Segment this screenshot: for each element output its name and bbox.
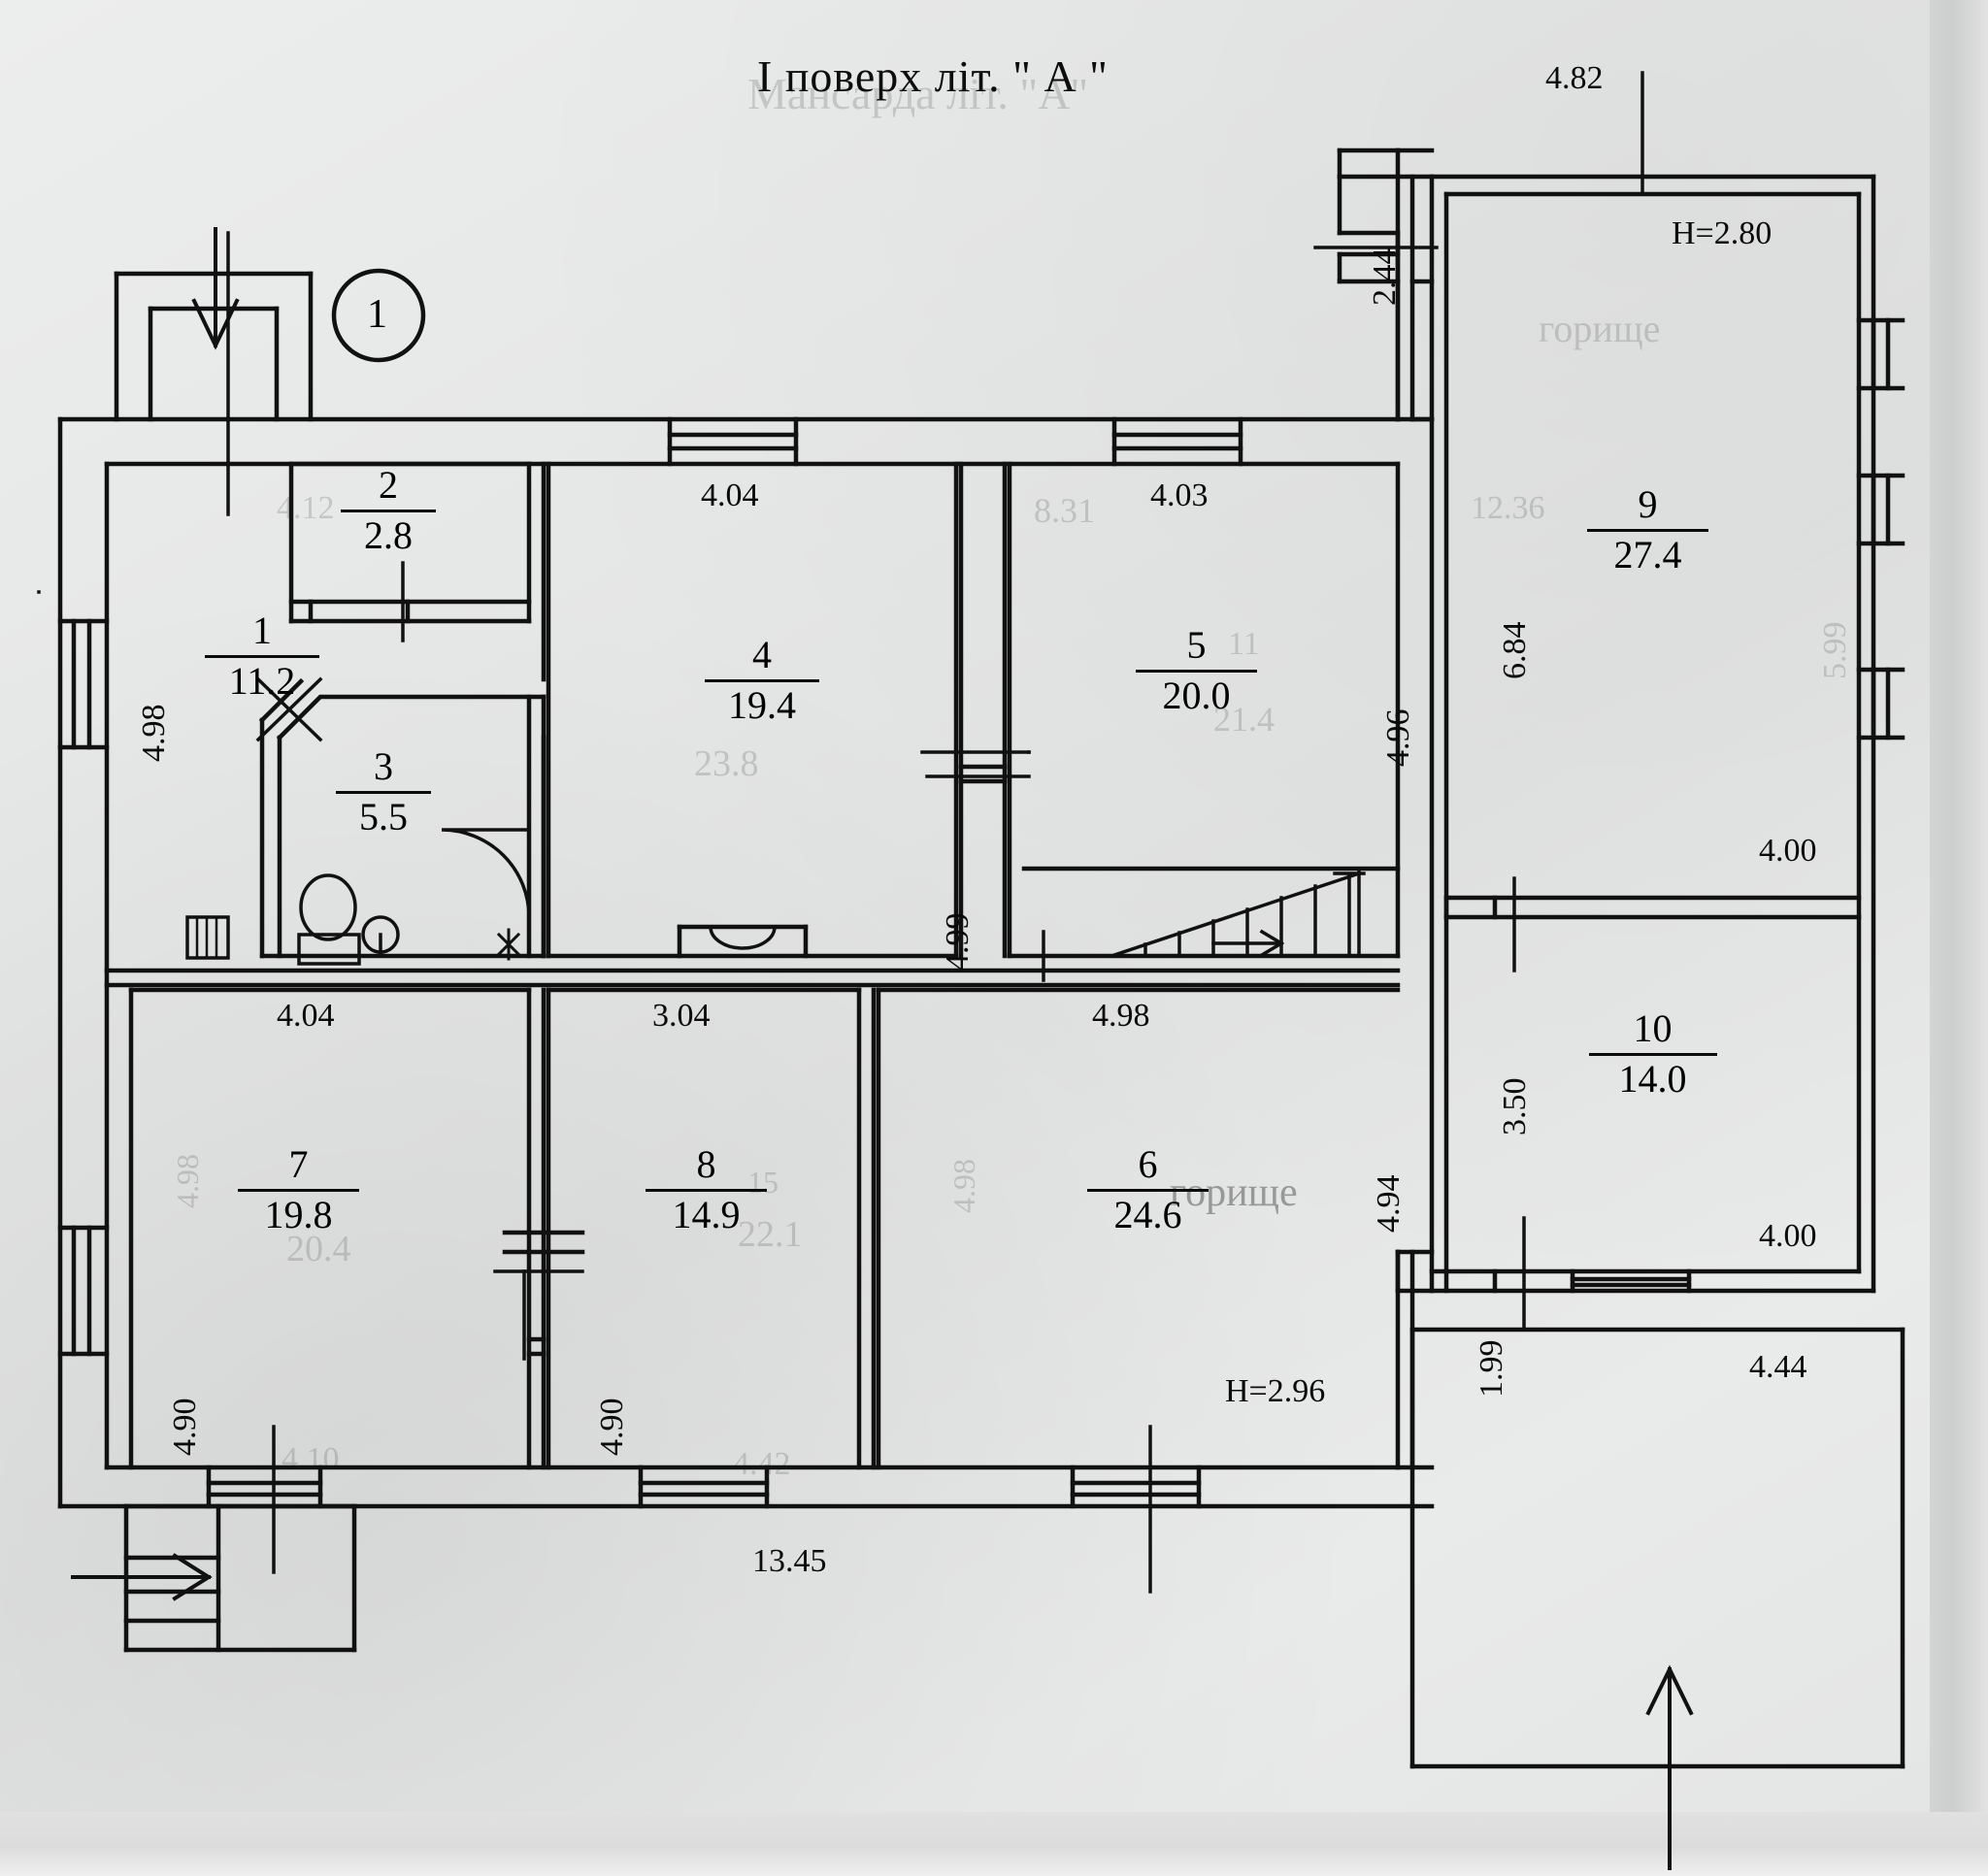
- room-label-6: 6 24.6: [1073, 1145, 1223, 1234]
- room-number: 2: [379, 463, 398, 507]
- dimension-room9-height: 6.84: [1497, 621, 1533, 680]
- dimension-right-bottom-offset: 1.99: [1474, 1339, 1509, 1399]
- ghost-dim-1236: 12.36: [1471, 490, 1545, 526]
- ghost-dim-11: 11: [1228, 626, 1260, 662]
- ghost-dim-214: 21.4: [1213, 700, 1275, 739]
- ghost-dim-412: 4.12: [277, 490, 335, 526]
- ghost-dim-442: 4.42: [733, 1446, 791, 1482]
- paper-sheet: [0, 0, 1932, 1815]
- dimension-room4-width: 4.04: [701, 477, 759, 513]
- room-rule: [205, 655, 319, 658]
- room-number: 1: [252, 609, 272, 652]
- ghost-attic-label: горище: [1539, 307, 1661, 350]
- ghost-dim-115: 15: [747, 1165, 779, 1200]
- room-number: 3: [374, 744, 393, 788]
- dimension-room7-width: 4.04: [277, 998, 335, 1034]
- room-area: 11.2: [228, 659, 296, 703]
- room-rule: [238, 1189, 359, 1192]
- room-area: 20.0: [1162, 674, 1231, 717]
- room-area: 14.9: [672, 1193, 741, 1236]
- dimension-porch-offset: 2.44: [1367, 247, 1403, 307]
- room-rule: [646, 1189, 767, 1192]
- room-label-2: 2 2.8: [325, 466, 451, 555]
- room-rule: [705, 679, 819, 682]
- room-area: 2.8: [364, 513, 413, 557]
- page-title: I поверх літ. " А ": [757, 51, 1109, 101]
- room-rule: [341, 510, 436, 512]
- page-edge-bottom: [0, 1812, 1988, 1876]
- ghost-dim-221: 22.1: [738, 1214, 803, 1255]
- dimension-left-height: 4.98: [136, 704, 172, 763]
- dimension-terrace-width: 4.44: [1749, 1349, 1807, 1385]
- dimension-room10-bottom-width: 4.00: [1759, 1218, 1817, 1254]
- ghost-attic-label-2: горище: [1170, 1170, 1298, 1215]
- dimension-top-right-width: 4.82: [1545, 60, 1604, 96]
- room-number: 4: [752, 633, 772, 676]
- dimension-overall-bottom: 13.45: [752, 1543, 827, 1579]
- room-area: 19.4: [728, 683, 796, 727]
- room-number: 10: [1633, 1006, 1673, 1050]
- dimension-corridor-height: 4.99: [940, 912, 976, 971]
- dimension-room6-height: 4.94: [1371, 1174, 1407, 1234]
- room-area: 24.6: [1113, 1193, 1182, 1236]
- room-label-7: 7 19.8: [223, 1145, 374, 1234]
- room-area: 27.4: [1613, 533, 1682, 576]
- room-rule: [1087, 1189, 1209, 1192]
- room-label-10: 10 14.0: [1573, 1009, 1733, 1099]
- room-area: 19.8: [264, 1193, 333, 1236]
- dimension-room8-height: 4.90: [594, 1398, 630, 1457]
- room-number: 7: [288, 1142, 309, 1186]
- room-rule: [336, 791, 431, 794]
- room-area: 5.5: [359, 795, 408, 839]
- ghost-dim-204: 20.4: [286, 1229, 351, 1269]
- room-number: 8: [696, 1142, 716, 1186]
- page-edge-right: [1930, 0, 1988, 1876]
- dimension-room7-height: 4.90: [167, 1398, 203, 1457]
- ghost-dim-410: 4.10: [282, 1441, 340, 1477]
- dimension-room6-width: 4.98: [1092, 998, 1150, 1034]
- ghost-dim-238: 23.8: [694, 743, 759, 784]
- room-rule: [1588, 1053, 1717, 1056]
- ghost-mansard-title: Мансарда літ. "А": [747, 69, 1089, 118]
- room-area: 14.0: [1618, 1057, 1687, 1101]
- sheet-mark-number: 1: [367, 292, 387, 337]
- room-label-3: 3 5.5: [320, 747, 447, 837]
- height-attic: H=2.80: [1672, 215, 1773, 251]
- room-rule: [1136, 670, 1257, 673]
- room-label-5: 5 20.0: [1121, 626, 1272, 715]
- dimension-room10-height: 3.50: [1497, 1077, 1533, 1136]
- dimension-room5-height: 4.96: [1380, 708, 1416, 768]
- room-number: 6: [1138, 1142, 1158, 1186]
- dimension-room9-bottom-width: 4.00: [1759, 833, 1817, 869]
- room-rule: [1587, 529, 1708, 532]
- height-main: H=2.96: [1225, 1373, 1326, 1409]
- dimension-room5-width: 4.03: [1150, 477, 1209, 513]
- room-number: 9: [1638, 482, 1658, 526]
- room-number: 5: [1186, 623, 1207, 667]
- ghost-dim-831: 8.31: [1034, 491, 1095, 530]
- dimension-room8-width: 3.04: [652, 998, 711, 1034]
- room-label-4: 4 19.4: [689, 636, 835, 725]
- room-label-1: 1 11.2: [189, 611, 335, 701]
- room-label-8: 8 14.9: [631, 1145, 781, 1234]
- room-label-9: 9 27.4: [1573, 485, 1723, 575]
